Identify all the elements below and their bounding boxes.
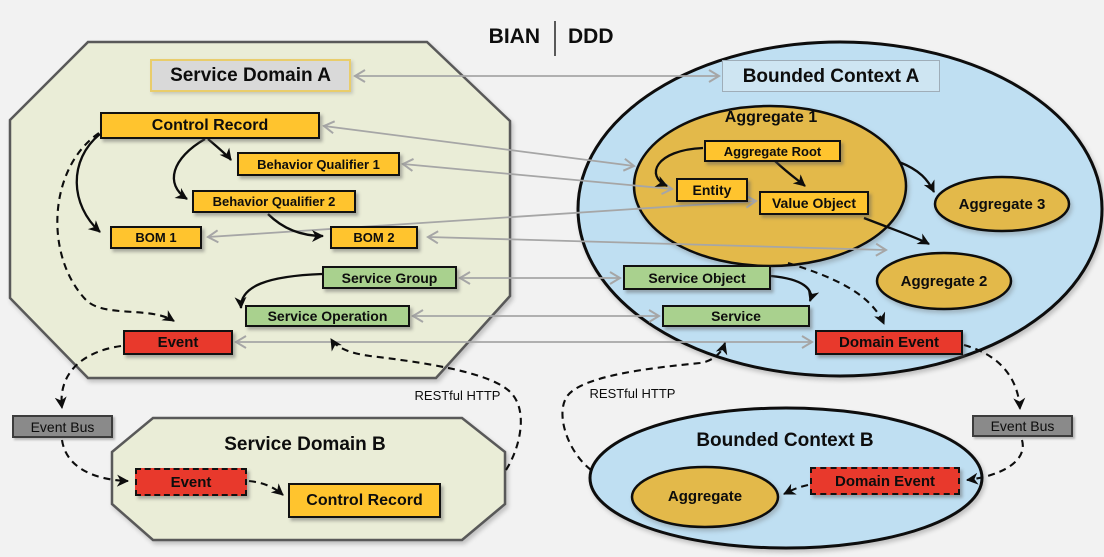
aggregate-b-ellipse <box>630 465 780 529</box>
arrow-bq2-to-bom2 <box>267 213 324 242</box>
dashed-restful-sdb-to-service-operation <box>330 338 522 471</box>
bom-2-box: BOM 2 <box>330 226 418 249</box>
dashed-aggregate-1-to-domain-event <box>787 261 886 325</box>
event-a-box: Event <box>123 330 233 355</box>
control-record-a-box: Control Record <box>100 112 320 139</box>
aggregate-root-box: Aggregate Root <box>704 140 841 162</box>
restful-http-right-label: RESTful HTTP <box>589 386 676 401</box>
service-object-box: Service Object <box>623 265 771 290</box>
aggregate-1-label: Aggregate 1 <box>724 109 818 126</box>
aggregate-1-ellipse <box>632 104 908 268</box>
dashed-domain-event-b-to-aggregate-b <box>783 483 809 495</box>
arrow-aggregate-root-to-entity <box>654 146 704 188</box>
header-bian: BIAN <box>488 25 540 48</box>
domain-event-b-box: Domain Event <box>810 467 960 495</box>
value-object-box: Value Object <box>759 191 869 215</box>
dashed-domain-event-to-event-bus-right <box>963 343 1026 410</box>
service-group-box: Service Group <box>322 266 457 289</box>
arrow-aggregate-1-to-aggregate-2 <box>863 216 930 246</box>
arrow-control-record-to-bq2 <box>172 138 206 200</box>
dashed-event-b-to-control-record-b <box>248 479 284 496</box>
event-bus-left-box: Event Bus <box>12 415 113 438</box>
behavior-qualifier-1-box: Behavior Qualifier 1 <box>237 152 400 176</box>
map-behavior-qualifier-entity <box>401 158 674 195</box>
dashed-event-bus-left-to-event-b <box>60 439 129 487</box>
arrow-service-group-to-service-operation <box>234 272 323 309</box>
map-bom1-value-object <box>206 194 758 244</box>
arrow-control-record-to-bq1 <box>207 138 232 161</box>
aggregate-2-label: Aggregate 2 <box>900 273 988 290</box>
dashed-control-record-to-event <box>56 132 175 322</box>
map-bom2-aggregate-2 <box>426 230 888 257</box>
dashed-event-to-event-bus-left <box>54 344 122 409</box>
aggregate-2-ellipse <box>875 251 1013 311</box>
arrow-service-object-to-service <box>770 274 820 302</box>
event-b-box: Event <box>135 468 247 496</box>
restful-http-left-label: RESTful HTTP <box>414 388 501 403</box>
aggregate-3-label: Aggregate 3 <box>958 196 1046 213</box>
bounded-context-a-label: Bounded Context A <box>722 60 940 92</box>
arrow-control-record-to-bom1 <box>75 133 101 233</box>
arrow-aggregate-root-to-value-object <box>774 160 806 187</box>
event-bus-right-box: Event Bus <box>972 415 1073 437</box>
aggregate-b-label: Aggregate <box>667 488 743 505</box>
aggregate-3-ellipse <box>933 175 1071 233</box>
service-domain-b-label: Service Domain B <box>224 434 386 455</box>
header-ddd: DDD <box>568 25 614 48</box>
dashed-event-bus-right-to-domain-event-b <box>966 439 1024 485</box>
entity-box: Entity <box>676 178 748 202</box>
bounded-context-b-label: Bounded Context B <box>696 430 874 451</box>
behavior-qualifier-2-box: Behavior Qualifier 2 <box>192 190 356 213</box>
service-operation-box: Service Operation <box>245 305 410 327</box>
service-domain-a-label: Service Domain A <box>150 59 351 92</box>
bom-1-box: BOM 1 <box>110 226 202 249</box>
arrow-aggregate-1-to-aggregate-3 <box>898 160 936 193</box>
service-box: Service <box>662 305 810 327</box>
domain-event-a-box: Domain Event <box>815 330 963 355</box>
control-record-b-box: Control Record <box>288 483 441 518</box>
